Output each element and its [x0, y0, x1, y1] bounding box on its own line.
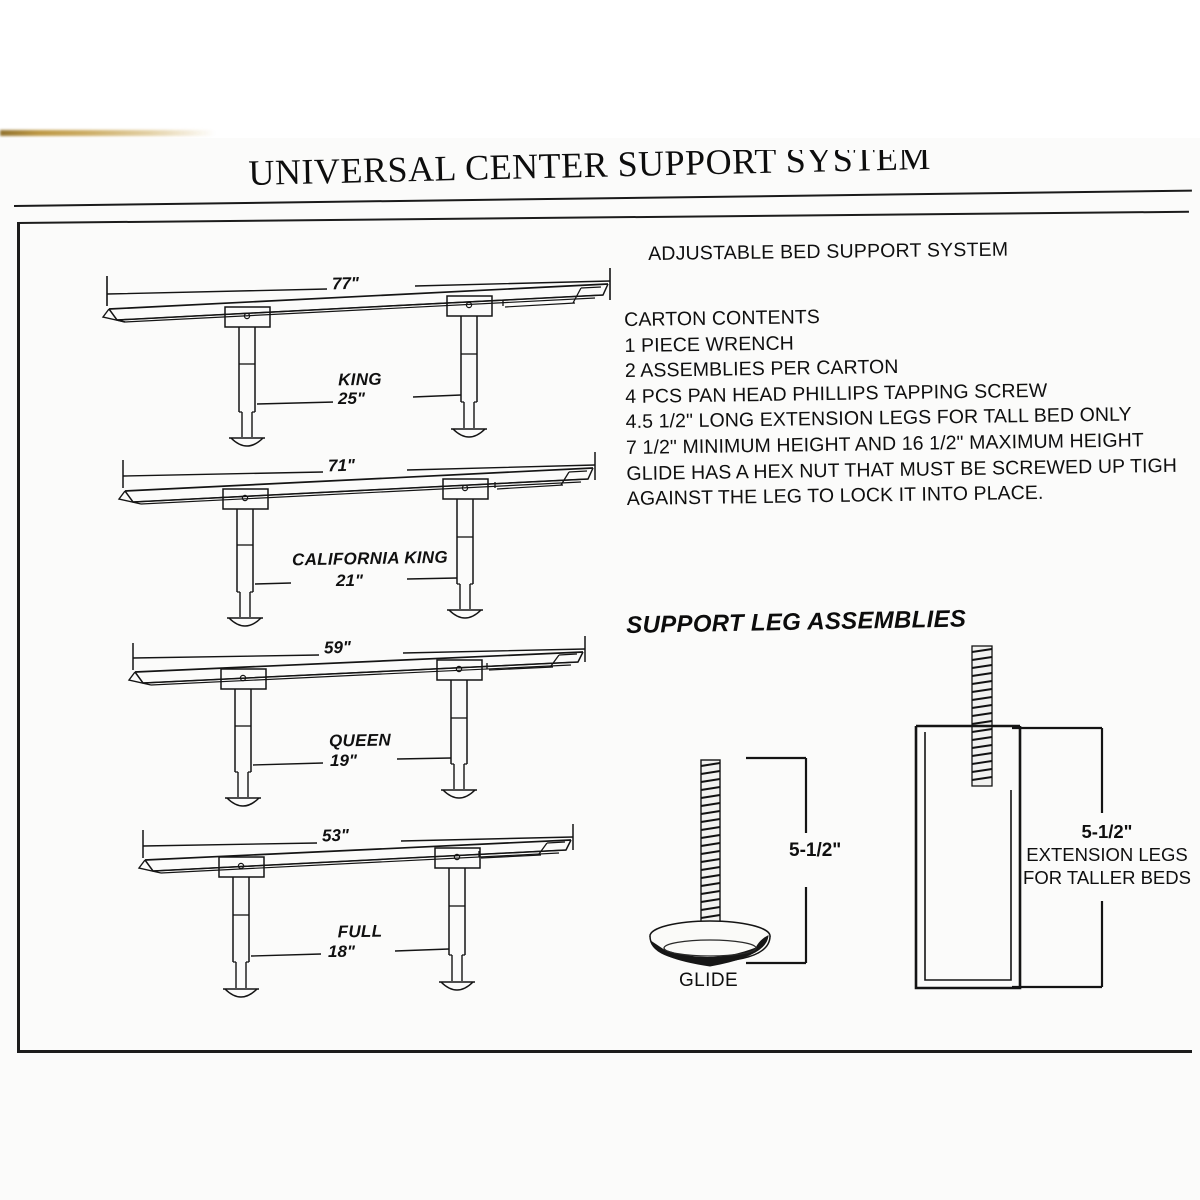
bed-diagram-california-king: 71" CALIFORNIA KING 21" [95, 444, 635, 627]
bed-diagram-king: 77" KING 25" [95, 262, 635, 447]
title-underline [14, 189, 1192, 207]
king-leg-spacing-label: 25" [333, 389, 370, 409]
bed-diagram-queen: 59" QUEEN 19" [95, 628, 635, 808]
drawing-frame [17, 222, 1192, 1053]
king-assembly-drawing [101, 268, 611, 447]
full-assembly-drawing [137, 824, 574, 998]
extension-leg-caption-line1: EXTENSION LEGS [1026, 844, 1188, 865]
title-area: UNIVERSAL CENTER SUPPORT SYSTEM [0, 150, 1200, 220]
glide-svg [649, 759, 771, 967]
queen-assembly-drawing [127, 636, 586, 807]
queen-rail-width-label: 59" [318, 637, 357, 659]
glide-dimension-bracket [744, 755, 834, 975]
california-king-assembly-drawing [117, 452, 596, 627]
glide-caption: GLIDE [679, 970, 739, 991]
extension-leg-caption: 5-1/2" EXTENSION LEGS FOR TALLER BEDS [1022, 820, 1192, 889]
scan-artifact-streak [0, 130, 215, 136]
full-leg-spacing-label: 18" [323, 942, 360, 962]
queen-size-label: QUEEN [328, 730, 392, 751]
glide-dimension-label: 5-1/2" [786, 838, 845, 864]
extension-dimension-svg [1012, 726, 1104, 989]
extension-leg-caption-line2: FOR TALLER BEDS [1023, 867, 1191, 888]
page-title: UNIVERSAL CENTER SUPPORT SYSTEM [248, 150, 932, 193]
calking-leg-spacing-label: 21" [331, 571, 368, 591]
bed-diagram-full: 53" FULL 18" [95, 812, 635, 998]
king-rail-width-label: 77" [326, 273, 365, 295]
full-size-label: FULL [337, 921, 383, 942]
glide-dimension-svg [746, 756, 808, 965]
subtitle: ADJUSTABLE BED SUPPORT SYSTEM [648, 238, 1009, 265]
glide-drawing [648, 752, 848, 987]
calking-size-label: CALIFORNIA KING [291, 547, 449, 570]
calking-rail-width-label: 71" [322, 455, 361, 477]
carton-contents-block: CARTON CONTENTS 1 PIECE WRENCH 2 ASSEMBL… [624, 299, 1200, 513]
queen-leg-spacing-label: 19" [325, 751, 362, 771]
extension-leg-drawing [908, 640, 1038, 1000]
extension-leg-dimension-label: 5-1/2" [1081, 821, 1133, 842]
extension-leg-svg [914, 645, 1022, 990]
extension-leg-dimension-bracket [1010, 725, 1120, 1000]
king-size-label: KING [337, 369, 382, 390]
full-rail-width-label: 53" [316, 825, 355, 847]
